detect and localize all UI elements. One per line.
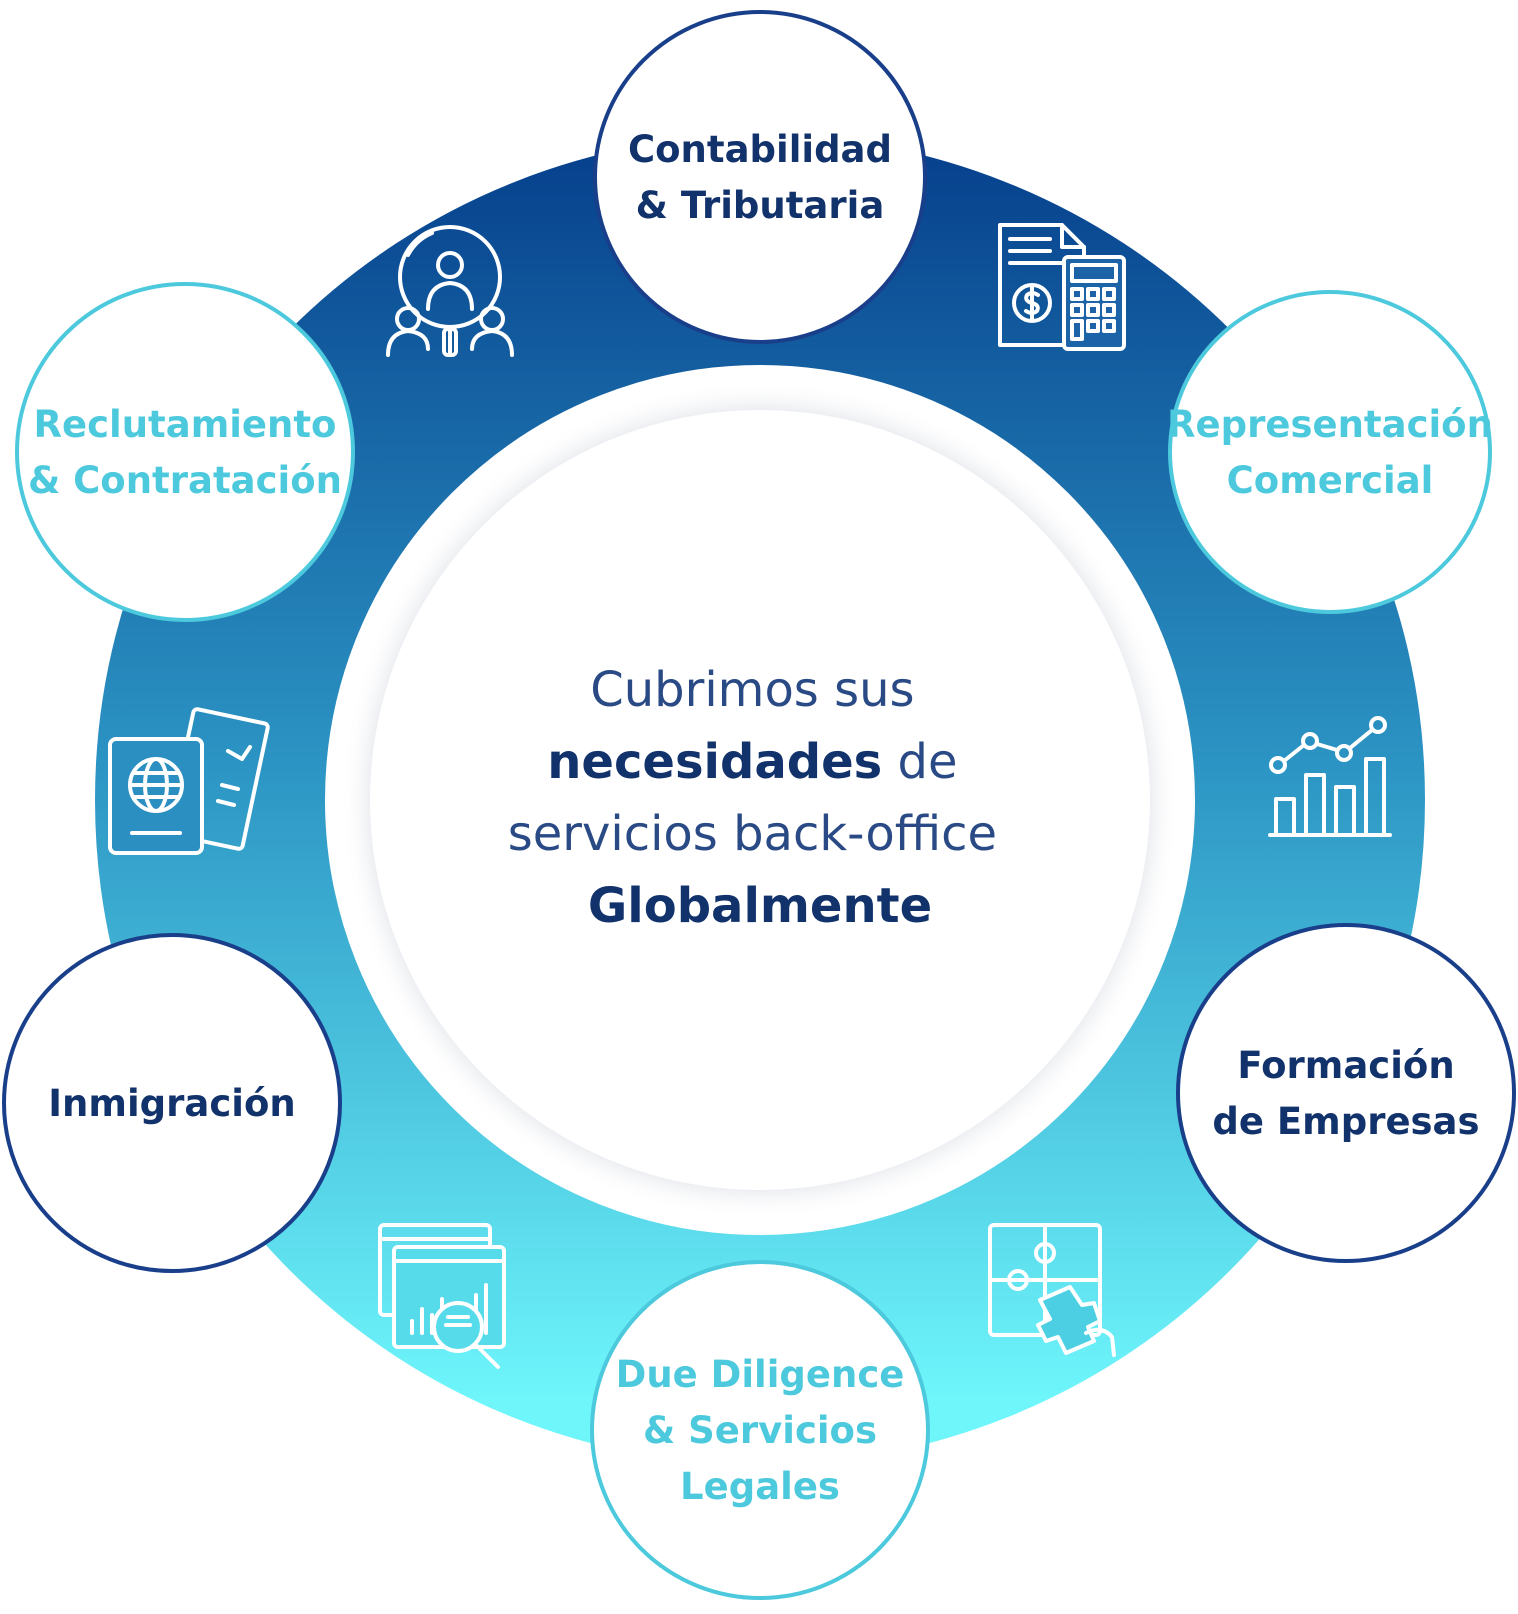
node-inmigracion: Inmigración [2,933,342,1273]
node-label-line: Contabilidad [628,128,892,171]
puzzle-hand-icon [988,1223,1116,1357]
node-circle-reclutamiento [15,282,355,622]
node-label-line: Reclutamiento [34,403,337,446]
node-label-contabilidad: Contabilidad & Tributaria [628,128,892,227]
center-statement: Cubrimos sus necesidades de servicios ba… [508,662,1013,934]
node-label-line: Due Diligence [616,1353,905,1396]
node-label-line: Legales [680,1465,840,1508]
node-label-line: & Tributaria [636,184,885,227]
accounting-calculator-icon [998,223,1126,351]
node-circle-inmigracion [2,933,342,1273]
passport-ticket-icon [108,707,270,855]
node-label-line: & Servicios [643,1409,877,1452]
node-reclutamiento: Reclutamiento & Contratación [15,282,355,622]
node-label-line: Inmigración [48,1082,295,1125]
node-circle-representacion [1168,290,1492,614]
node-contabilidad: Contabilidad & Tributaria [593,10,927,344]
recruitment-search-icon [386,225,514,357]
center-line-2-bold: necesidades [547,734,882,790]
node-formacion: Formación de Empresas [1176,923,1516,1263]
node-label-reclutamiento: Reclutamiento & Contratación [28,403,342,502]
node-label-line: Formación [1237,1044,1454,1087]
node-circle-formacion [1176,923,1516,1263]
node-label-formacion: Formación de Empresas [1212,1044,1479,1143]
center-disc [370,410,1150,1190]
node-label-line: & Contratación [28,459,342,502]
node-circle-contabilidad [593,10,927,344]
node-label-line: Representación [1167,403,1493,446]
analytics-search-icon [378,1223,506,1369]
node-label-line: Comercial [1227,459,1434,502]
growth-chart-icon [1268,716,1392,837]
node-circle-due-diligence [590,1260,930,1600]
center-line-2-rest: de [882,734,957,790]
center-line-3: servicios back-office [508,806,997,862]
node-label-inmigracion: Inmigración [48,1082,295,1125]
center-line-1: Cubrimos sus [590,662,914,718]
node-label-line: de Empresas [1212,1100,1479,1143]
center-line-4: Globalmente [588,878,932,934]
